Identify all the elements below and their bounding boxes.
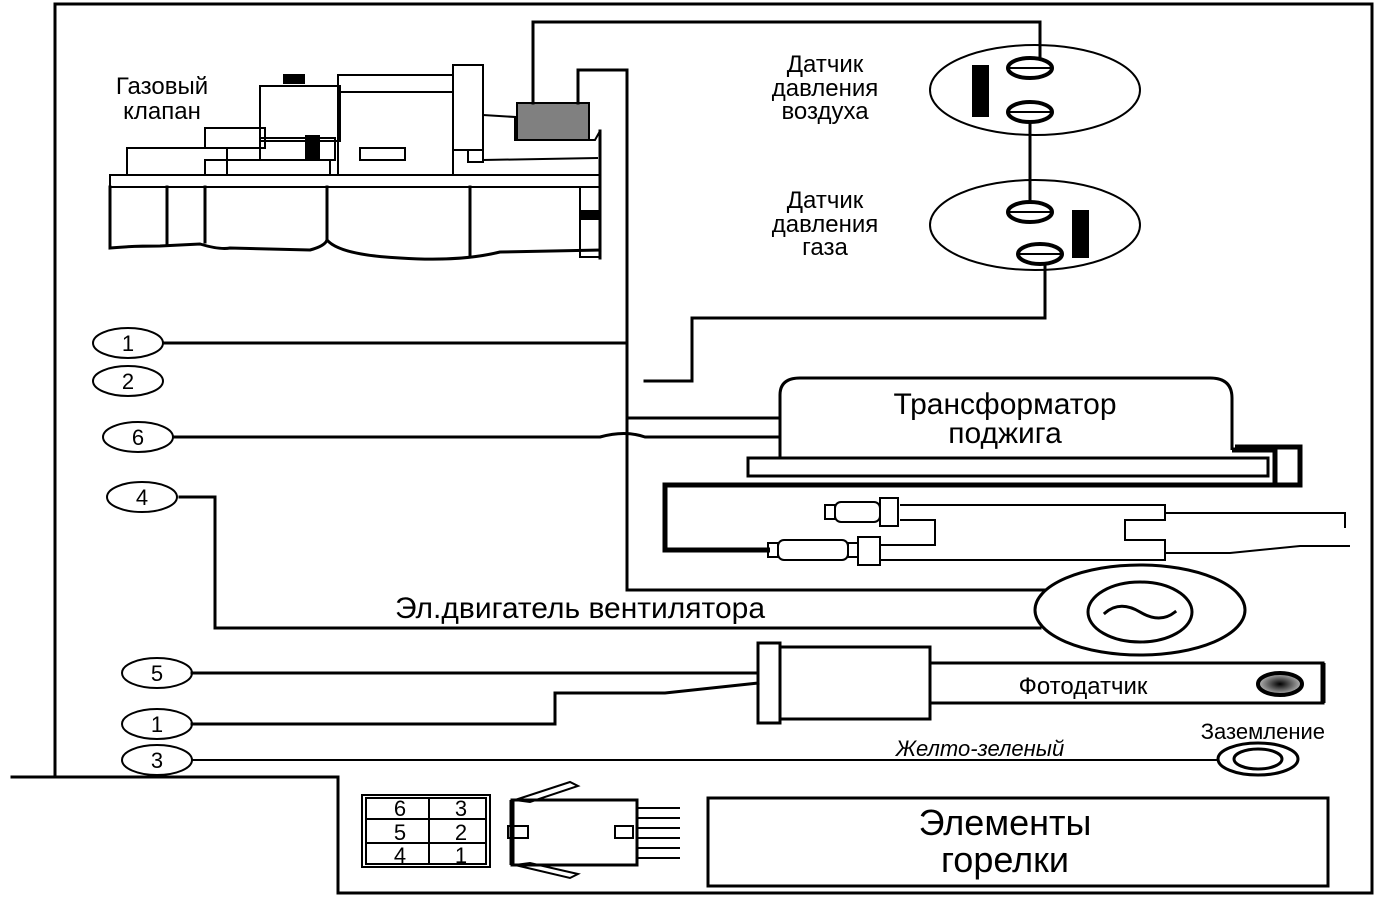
ac-motor-icon (1086, 580, 1194, 644)
outer-frame (10, 2, 1374, 895)
terminal-6: 6 (102, 421, 174, 453)
terminal-1-bottom: 1 (121, 708, 193, 740)
lens-icon (1256, 671, 1304, 697)
svg-text:Трансформатор: Трансформатор (893, 388, 1116, 421)
ground: Заземление Желто-зеленый (192, 719, 1325, 777)
svg-text:поджига: поджига (948, 417, 1062, 450)
svg-text:5: 5 (394, 820, 406, 845)
svg-text:давления: давления (772, 211, 879, 238)
svg-text:1: 1 (122, 331, 134, 356)
svg-text:1: 1 (455, 843, 467, 868)
terminal-4: 4 (106, 481, 178, 513)
wire-color-label: Желто-зеленый (895, 736, 1064, 761)
svg-text:5: 5 (151, 661, 163, 686)
svg-text:4: 4 (394, 843, 406, 868)
svg-text:Фотодатчик: Фотодатчик (1019, 673, 1148, 700)
svg-text:Элементы: Элементы (919, 802, 1092, 843)
gas-valve-label-1: Газовый (116, 73, 208, 100)
valve-solenoid (516, 102, 590, 141)
terminal-1-top: 1 (92, 327, 164, 359)
air-pressure-sensor: Датчик давления воздуха (772, 44, 1141, 136)
fan-motor-label: Эл.двигатель вентилятора (395, 592, 765, 625)
svg-text:2: 2 (455, 820, 467, 845)
gas-valve: Газовый клапан (108, 64, 602, 261)
terminal-5: 5 (121, 657, 193, 689)
svg-text:Датчик: Датчик (787, 51, 864, 78)
connector-plug-icon (507, 780, 680, 880)
svg-text:6: 6 (132, 425, 144, 450)
connector-pinout: 6 3 5 2 4 1 (361, 794, 491, 868)
ignition-electrodes (662, 482, 1350, 566)
photo-sensor: Фотодатчик (756, 641, 1326, 725)
terminal-2: 2 (92, 365, 164, 397)
svg-text:газа: газа (802, 234, 848, 261)
svg-text:2: 2 (122, 369, 134, 394)
svg-text:6: 6 (394, 796, 406, 821)
ground-terminal-icon (1216, 741, 1300, 777)
ground-label: Заземление (1201, 719, 1325, 744)
svg-text:воздуха: воздуха (781, 98, 869, 125)
gas-pressure-sensor: Датчик давления газа (772, 179, 1141, 271)
ignition-transformer: Трансформатор поджига (746, 376, 1303, 488)
svg-text:3: 3 (455, 796, 467, 821)
burner-elements-box: Элементы горелки (706, 796, 1330, 888)
svg-text:горелки: горелки (941, 839, 1069, 880)
svg-text:1: 1 (151, 712, 163, 737)
svg-text:давления: давления (772, 75, 879, 102)
svg-text:3: 3 (151, 748, 163, 773)
terminal-3: 3 (121, 744, 193, 776)
svg-text:Датчик: Датчик (787, 187, 864, 214)
gas-valve-label-2: клапан (123, 98, 201, 125)
svg-text:4: 4 (136, 485, 148, 510)
fan-motor: Эл.двигатель вентилятора (395, 563, 1247, 657)
